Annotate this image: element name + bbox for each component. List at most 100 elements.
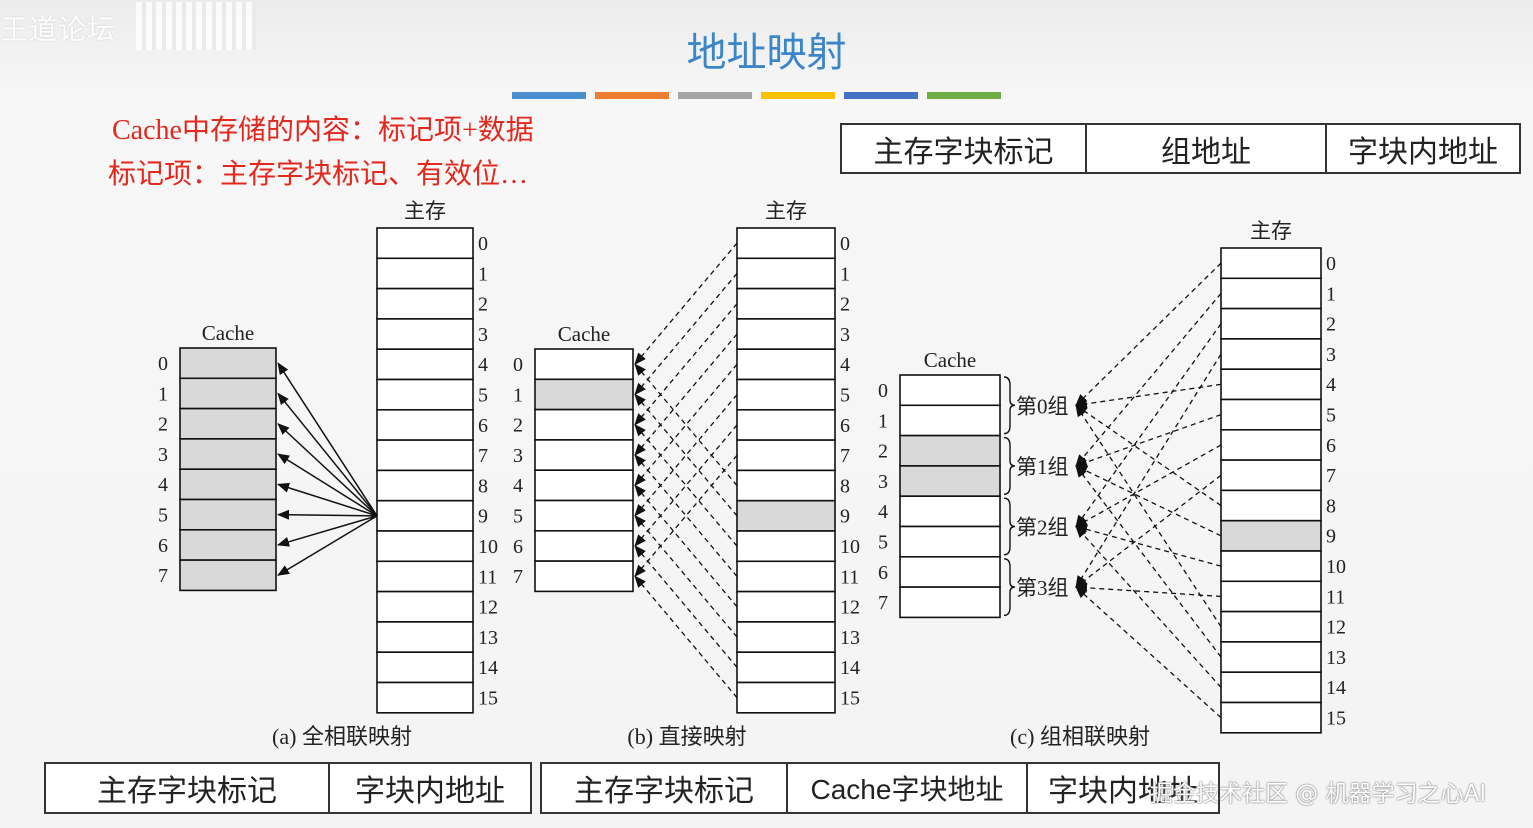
set-assoc-cache-block <box>899 434 1001 467</box>
full-assoc-cache-block <box>179 407 277 440</box>
set-assoc-cache-index: 5 <box>878 532 888 554</box>
set-assoc-main-index: 8 <box>1326 495 1336 517</box>
direct-arrow <box>634 303 738 426</box>
full-assoc-main-block <box>376 560 474 593</box>
set-assoc-main-index: 9 <box>1326 526 1336 548</box>
direct-main-index: 15 <box>840 688 860 710</box>
direct-main-index: 13 <box>840 627 860 649</box>
direct-arrow <box>634 514 738 638</box>
set-assoc-cache-index: 2 <box>878 441 888 463</box>
direct-arrow <box>634 484 738 608</box>
set-assoc-group-brace <box>1003 497 1016 556</box>
direct-main-block <box>736 469 836 502</box>
set-assoc-arrow <box>1075 586 1222 719</box>
set-assoc-main-block <box>1220 277 1322 310</box>
set-assoc-main-index: 4 <box>1326 374 1336 396</box>
address-format-set-assoc: 主存字块标记 组地址 字块内地址 <box>840 123 1521 174</box>
direct-arrow <box>634 545 738 668</box>
set-assoc-main-block <box>1220 580 1322 613</box>
set-assoc-main-label: 主存 <box>1250 219 1292 243</box>
accent-bar-6 <box>927 92 1001 99</box>
full-assoc-cache-index: 1 <box>158 383 168 405</box>
full-assoc-main-index: 7 <box>478 445 488 467</box>
direct-main-index: 5 <box>840 385 850 407</box>
set-assoc-group-label: 第1组 <box>1016 455 1069 479</box>
full-assoc-main-index: 13 <box>478 627 498 649</box>
set-assoc-main-block <box>1220 489 1322 522</box>
set-assoc-arrow <box>1075 383 1222 409</box>
set-assoc-arrow <box>1075 465 1222 537</box>
full-assoc-cache-index: 6 <box>158 535 168 557</box>
direct-main-index: 11 <box>840 566 859 588</box>
field-main-tag: 主存字块标记 <box>542 764 788 812</box>
set-assoc-arrow <box>1075 582 1222 598</box>
accent-bar-1 <box>512 92 586 99</box>
set-assoc-arrow <box>1075 414 1222 467</box>
full-assoc-main-index: 11 <box>478 566 497 588</box>
page-title: 地址映射 <box>686 30 847 76</box>
set-assoc-arrow <box>1075 474 1222 588</box>
set-assoc-arrow <box>1075 353 1222 588</box>
full-assoc-main-index: 15 <box>478 688 498 710</box>
caption-set-assoc: (c) 组相联映射 <box>1010 724 1150 749</box>
set-assoc-main-block <box>1220 429 1322 461</box>
full-assoc-cache-index: 4 <box>158 474 168 496</box>
set-assoc-main-index: 1 <box>1326 283 1336 305</box>
set-assoc-arrow <box>1075 262 1222 407</box>
field-cache-block-address: Cache字块地址 <box>788 764 1028 812</box>
direct-cache-label: Cache <box>558 322 610 346</box>
direct-cache-index: 7 <box>513 566 523 588</box>
caption-direct: (b) 直接映射 <box>627 724 746 749</box>
direct-cache-index: 3 <box>513 445 523 467</box>
direct-arrow <box>634 454 738 577</box>
field-block-offset: 字块内地址 <box>1348 135 1498 169</box>
set-assoc-main-index: 13 <box>1326 647 1346 669</box>
direct-arrow <box>634 393 738 517</box>
direct-main-block <box>736 227 836 260</box>
full-assoc-cache-index: 5 <box>158 505 168 527</box>
full-assoc-main-index: 6 <box>478 415 488 437</box>
full-assoc-main-block <box>376 318 474 350</box>
direct-main-index: 10 <box>840 536 860 558</box>
set-assoc-cache-index: 3 <box>878 471 888 493</box>
full-assoc-main-index: 2 <box>478 294 488 316</box>
full-assoc-cache-block <box>179 528 277 561</box>
set-assoc-cache-index: 0 <box>878 380 888 402</box>
set-assoc-group-label: 第0组 <box>1016 394 1069 418</box>
direct-main-block <box>736 378 836 411</box>
full-assoc-main-block <box>376 590 474 623</box>
direct-main-index: 0 <box>840 233 850 255</box>
full-assoc-main-block <box>376 499 474 532</box>
full-assoc-main-block <box>376 257 474 290</box>
direct-main-label: 主存 <box>765 199 807 223</box>
set-assoc-main-index: 3 <box>1326 344 1336 366</box>
set-assoc-main-block <box>1220 519 1322 552</box>
field-block-offset: 字块内地址 <box>355 775 505 808</box>
set-assoc-cache-block <box>899 495 1001 528</box>
address-format-direct: 主存字块标记 Cache字块地址 字块内地址 <box>540 762 1220 814</box>
accent-bar-3 <box>678 92 752 99</box>
set-assoc-main-block <box>1220 247 1322 280</box>
direct-main-block <box>736 681 836 714</box>
set-assoc-main-block <box>1220 701 1322 734</box>
direct-main-index: 14 <box>840 657 860 679</box>
set-assoc-main-index: 2 <box>1326 314 1336 336</box>
full-assoc-main-block <box>376 227 474 260</box>
set-assoc-arrow <box>1075 465 1222 658</box>
set-assoc-arrow <box>1075 323 1222 528</box>
full-assoc-cache-block <box>179 559 277 592</box>
full-assoc-main-block <box>376 651 474 684</box>
set-assoc-arrow <box>1075 444 1222 528</box>
full-assoc-main-block <box>376 287 474 320</box>
set-assoc-main-index: 15 <box>1326 708 1346 730</box>
full-assoc-main-block <box>376 378 474 411</box>
set-assoc-main-block <box>1220 641 1322 673</box>
direct-cache-index: 6 <box>513 536 523 558</box>
full-assoc-cache-block <box>179 377 277 410</box>
set-assoc-group-brace <box>1003 376 1016 435</box>
full-assoc-cache-label: Cache <box>202 321 254 345</box>
set-assoc-cache-block <box>899 586 1001 619</box>
direct-main-block <box>736 409 836 441</box>
full-assoc-arrow <box>277 515 378 547</box>
